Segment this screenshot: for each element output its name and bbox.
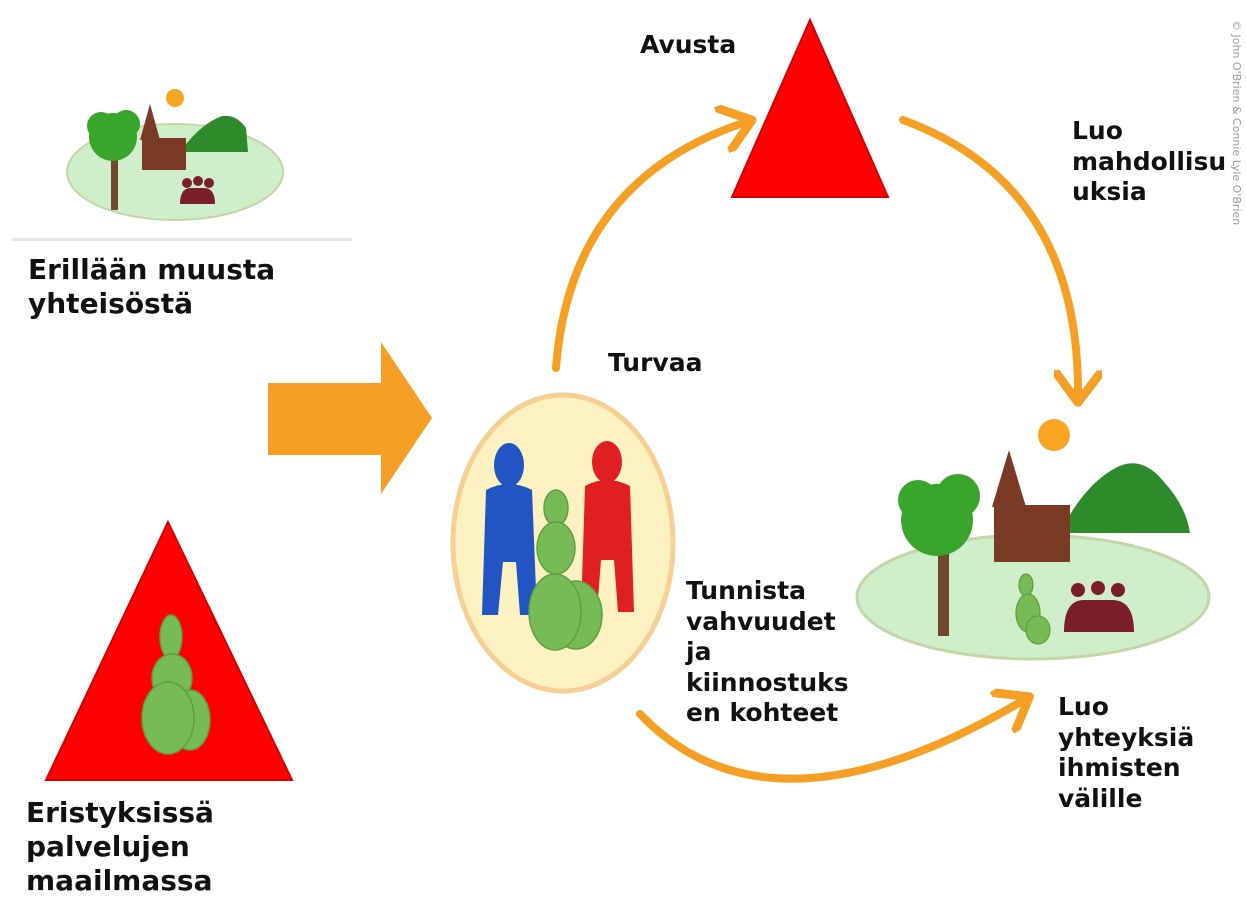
help-triangle-icon xyxy=(730,17,890,198)
label-isolated-from-community: Erillään muusta yhteisöstä xyxy=(28,253,276,321)
copyright-text: © John O'Brien & Connie Lyle O'Brien xyxy=(1230,20,1243,226)
red-person-icon xyxy=(581,441,634,612)
curved-arrow-strengths-to-connections xyxy=(636,700,1024,783)
label-help: Avusta xyxy=(640,30,737,59)
small-village-icon xyxy=(66,89,284,221)
curved-arrow-help-to-connections xyxy=(899,116,1078,396)
large-village-icon xyxy=(855,419,1211,661)
right-arrow-icon xyxy=(268,342,432,494)
label-isolated-in-services: Eristyksissä palvelujen maailmassa xyxy=(26,796,214,898)
label-create-opportunities: Luo mahdollisu uksia xyxy=(1072,116,1227,206)
label-shelter: Turvaa xyxy=(608,348,703,377)
copyright-credit: © John O'Brien & Connie Lyle O'Brien xyxy=(1229,20,1245,520)
divider xyxy=(12,238,352,241)
people-circle-icon xyxy=(450,392,676,694)
curved-arrow-shelter-to-help xyxy=(552,122,746,372)
green-person-icon xyxy=(528,489,603,651)
blue-person-icon xyxy=(482,443,537,615)
label-identify-strengths: Tunnista vahvuudet ja kiinnostuks en koh… xyxy=(686,574,855,733)
label-create-connections: Luo yhteyksiä ihmisten välille xyxy=(1058,692,1195,813)
isolation-triangle-icon xyxy=(44,519,294,781)
